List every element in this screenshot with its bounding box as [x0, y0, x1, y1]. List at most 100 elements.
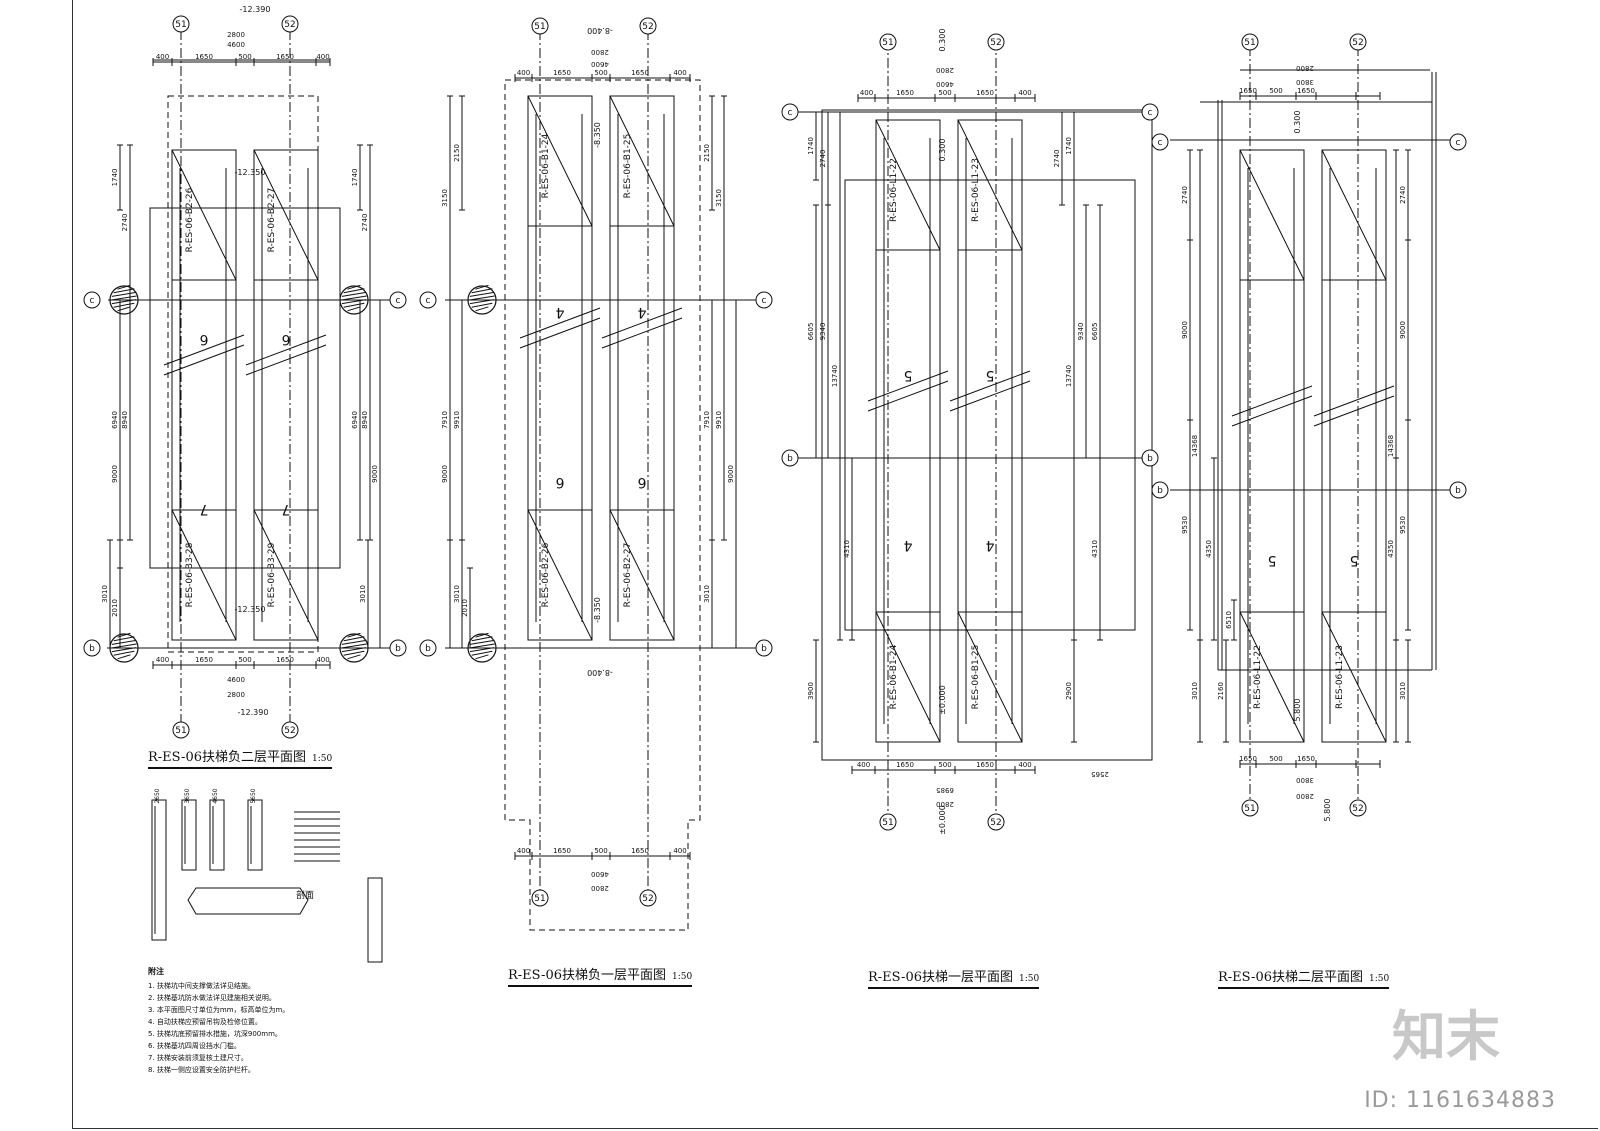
- axis-c-bubble: [83, 291, 101, 309]
- level-text: -12.390: [240, 5, 271, 14]
- plan2-vdim-text: 7910: [703, 411, 711, 429]
- plan4-vdim-text: 9000: [1181, 321, 1189, 339]
- plan3-top-dims-text: 1650: [976, 89, 994, 97]
- plan4-vdim-text: 9530: [1399, 516, 1407, 534]
- plan1-top-dims-text: 400: [316, 53, 329, 61]
- diag-line: [1239, 149, 1305, 281]
- break-line: [245, 344, 327, 376]
- diag-line: [253, 149, 319, 281]
- stair-number: 4: [555, 304, 564, 320]
- axis-c-bubble: [419, 291, 437, 309]
- axis-51-bubble: [1241, 799, 1259, 817]
- level-text: -8.350: [593, 597, 602, 623]
- plan2-vdim-text: 9000: [441, 465, 449, 483]
- plan2-bot-dims-text: 400: [517, 847, 530, 855]
- escalator-well: [253, 149, 319, 641]
- escalator-well: [527, 95, 593, 641]
- axis-52-bubble-label: 52: [284, 726, 295, 736]
- plan1-vdim-text: 1740: [351, 169, 359, 187]
- axis-c-bubble-label: c: [1148, 108, 1153, 118]
- stair-number: 5: [1350, 552, 1359, 568]
- plan4-vdim-text: 4350: [1387, 540, 1395, 558]
- stair-number: 5: [904, 367, 913, 383]
- plan3-outline: [821, 109, 1153, 761]
- break-line: [949, 370, 1031, 402]
- level-text: ±0.000: [938, 685, 947, 715]
- axis-51-bubble: [531, 17, 549, 35]
- escalator-tag: R-ES-06-B2-27: [267, 188, 277, 253]
- plan4-bot-dims-text: 500: [1269, 755, 1282, 763]
- break-line: [519, 307, 601, 339]
- plan1-pit-outline: [149, 207, 341, 569]
- plan4-top-dims-text: 1650: [1297, 87, 1315, 95]
- column-hatch: [469, 647, 495, 653]
- axis-52-bubble-label: 52: [1352, 804, 1363, 814]
- level-text: 5.800: [1323, 799, 1332, 822]
- escalator-tag: R-ES-06-B2-27: [623, 543, 633, 608]
- escalator-well: [1321, 149, 1387, 743]
- detail-section: [181, 799, 197, 871]
- level-text: 5.800: [1293, 699, 1302, 722]
- diag-line: [609, 509, 675, 641]
- axis-b-bubble: [781, 449, 799, 467]
- column-hatch: [347, 632, 361, 638]
- plan2-top-dims-text: 500: [594, 69, 607, 77]
- column-hatch: [343, 302, 365, 308]
- axis-c-bubble-label: c: [1456, 138, 1461, 148]
- plan3-vdim-text: 4310: [843, 540, 851, 558]
- escalator-tag: R-ES-06-L1-22: [1253, 645, 1263, 709]
- dim-text: 2800: [1296, 64, 1314, 72]
- plan2-bot-dims-text: 400: [673, 847, 686, 855]
- stair-number: 4: [903, 537, 912, 553]
- stair-number: 7: [282, 501, 291, 517]
- axis-b-bubble-label: b: [761, 644, 767, 654]
- diag-line: [1239, 611, 1305, 743]
- stair-number: 7: [200, 501, 209, 517]
- dim-text: 4600: [227, 41, 245, 49]
- plan1-vdim-text: 8940: [121, 411, 129, 429]
- detail-section: [367, 877, 383, 963]
- escalator-tag: R-ES-06-B1-25: [623, 134, 633, 199]
- escalator-well: [957, 119, 1023, 743]
- column-hatch: [347, 654, 361, 660]
- diag-line: [609, 95, 675, 227]
- plan4-vdim-text: 9000: [1399, 321, 1407, 339]
- dim-text: 3800: [1296, 78, 1314, 86]
- plan1-vdim-text: 3010: [359, 585, 367, 603]
- plan2-top-dims-text: 1650: [631, 69, 649, 77]
- axis-c-bubble: [1151, 133, 1169, 151]
- plan3-vdim-text: 13740: [831, 365, 839, 387]
- plan1-bot-dims-text: 1650: [276, 656, 294, 664]
- plan3-vdim-text: 13740: [1065, 365, 1073, 387]
- plan2-vdim-text: 2150: [703, 144, 711, 162]
- plan4-vdim-text: 2740: [1399, 186, 1407, 204]
- plan4-vdim-text: 14368: [1387, 435, 1395, 457]
- break-line: [163, 344, 245, 376]
- stair-number: 6: [555, 474, 564, 490]
- plan2-vdim-text: 3150: [715, 189, 723, 207]
- detail-mark: 5650: [250, 788, 257, 803]
- column-hatch: [113, 288, 135, 294]
- plan2-vdim-text: 9910: [715, 411, 723, 429]
- plan3-vdim-text: 2740: [1053, 150, 1061, 168]
- plan1-bot-dims-text: 400: [156, 656, 169, 664]
- escalator-tag: R-ES-06-L1-23: [971, 158, 981, 222]
- axis-b-bubble: [1151, 481, 1169, 499]
- detail-section: [151, 799, 167, 941]
- column-hatch: [341, 295, 367, 301]
- plan1-top-dims-text: 1650: [276, 53, 294, 61]
- escalator-tag: R-ES-06-L1-22: [889, 158, 899, 222]
- axis-51-bubble: [531, 889, 549, 907]
- break-line: [1313, 395, 1395, 427]
- axis-c-bubble-label: c: [426, 296, 431, 306]
- plan1-vdim-text: 2740: [121, 214, 129, 232]
- axis-51-bubble: [879, 813, 897, 831]
- plan1-vdim-text: 6940: [111, 411, 119, 429]
- plan4-vdim-text: 6510: [1225, 611, 1233, 629]
- stair-number: 5: [986, 367, 995, 383]
- column-section: [109, 285, 139, 315]
- plan4-vdim-text: 2160: [1217, 682, 1225, 700]
- level-text: -12.390: [238, 708, 269, 717]
- plan1-vdim-text: 9000: [111, 465, 119, 483]
